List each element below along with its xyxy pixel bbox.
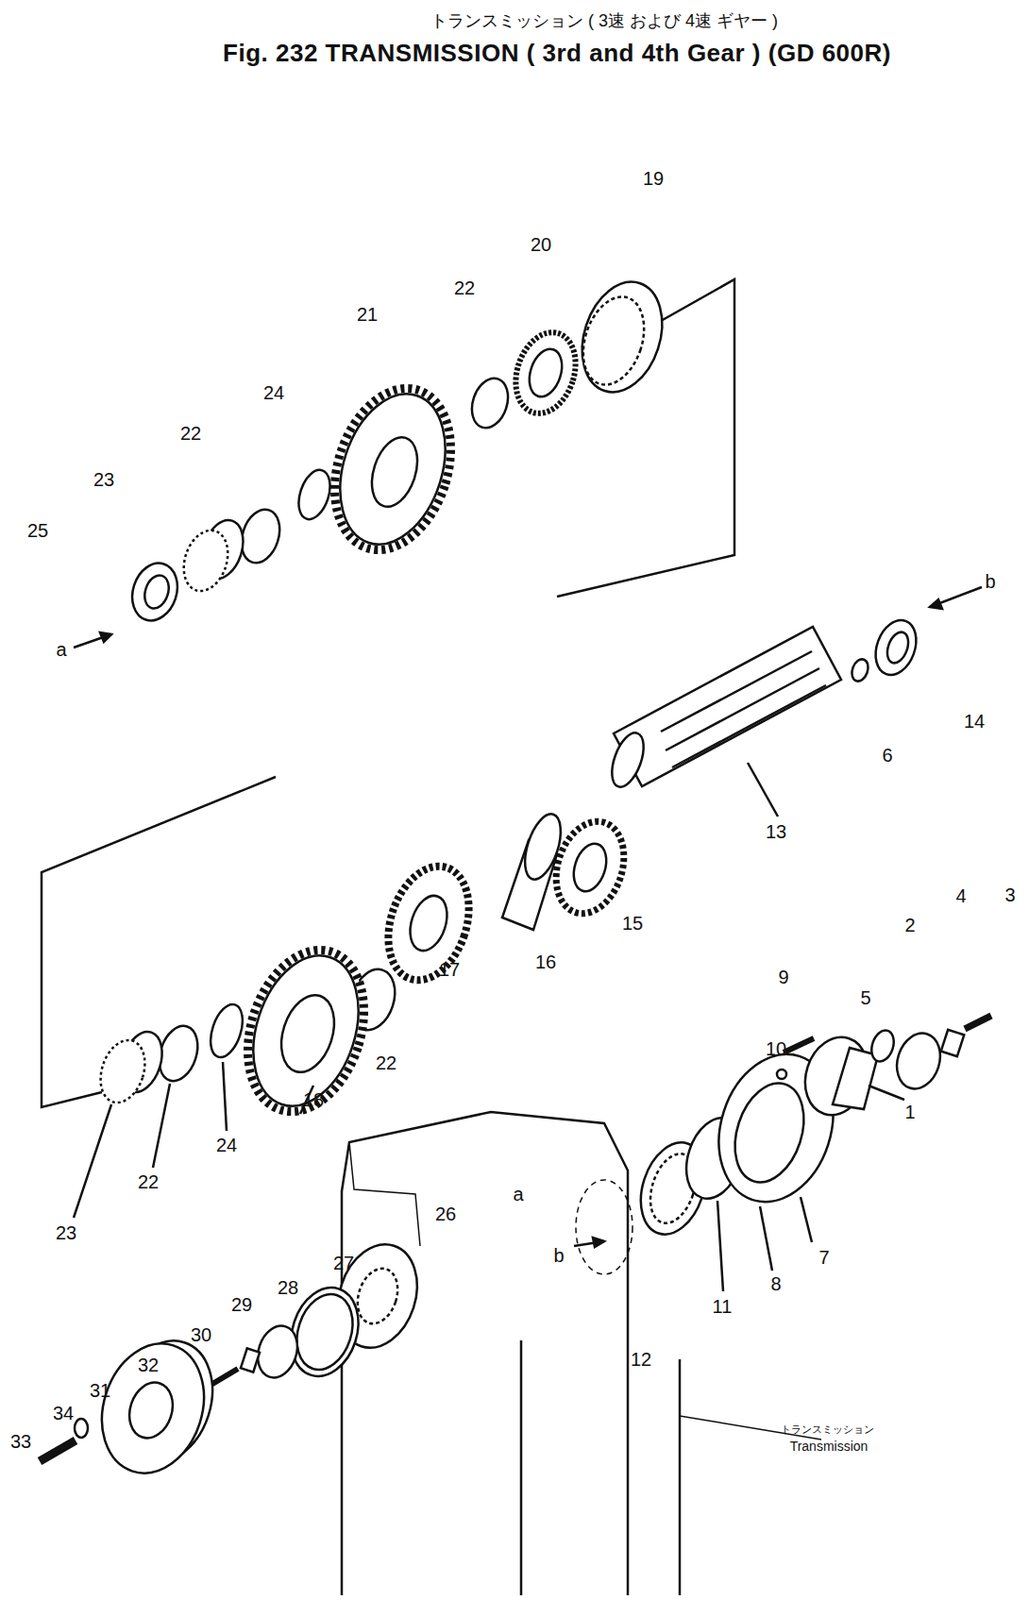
callout-number: 30 bbox=[190, 1325, 212, 1345]
callout-number: 26 bbox=[435, 1204, 456, 1224]
callout-number: 29 bbox=[231, 1295, 253, 1315]
callout-number: 4 bbox=[955, 886, 966, 906]
callout-number: 23 bbox=[93, 470, 115, 490]
callout-number: 13 bbox=[765, 822, 787, 842]
callout-number: 28 bbox=[277, 1278, 299, 1298]
callout-number: a bbox=[55, 640, 67, 659]
callout-number: 18 bbox=[303, 1090, 324, 1110]
callout-number: 9 bbox=[777, 967, 789, 987]
caption-label: トランスミッション ( 3速 および 4速 ギヤー ) bbox=[430, 12, 778, 30]
callout-number: b bbox=[553, 1246, 564, 1266]
callout-number: 11 bbox=[712, 1297, 733, 1316]
callout-number: 12 bbox=[630, 1349, 652, 1369]
callout-number: 25 bbox=[27, 521, 49, 540]
callout-number: 22 bbox=[454, 278, 475, 298]
callout-number: 31 bbox=[89, 1381, 111, 1401]
callout-number: 8 bbox=[770, 1274, 781, 1294]
callout-number: 22 bbox=[180, 423, 202, 443]
callout-number: 7 bbox=[818, 1248, 829, 1267]
callout-number: 23 bbox=[55, 1223, 77, 1243]
callout-number: 24 bbox=[216, 1135, 237, 1155]
callout-number: 16 bbox=[535, 952, 557, 972]
callout-number: 1 bbox=[904, 1102, 915, 1122]
callout-number: 32 bbox=[137, 1355, 159, 1375]
callout-number: 34 bbox=[52, 1403, 74, 1423]
callout-number: 27 bbox=[333, 1253, 355, 1273]
figure-title: Fig. 232 TRANSMISSION ( 3rd and 4th Gear… bbox=[222, 38, 892, 68]
caption-label: Transmission bbox=[790, 1439, 869, 1453]
callout-number: 19 bbox=[642, 168, 664, 188]
callout-number: 6 bbox=[881, 745, 893, 765]
callout-number: 20 bbox=[530, 235, 552, 254]
callout-number: 3 bbox=[1004, 885, 1015, 905]
callout-number: 22 bbox=[375, 1053, 397, 1073]
callout-number: 24 bbox=[263, 383, 285, 403]
callout-number: a bbox=[512, 1184, 523, 1204]
callout-number: b bbox=[984, 572, 996, 591]
callout-number: 14 bbox=[963, 711, 985, 731]
callout-number: 5 bbox=[860, 988, 871, 1008]
callout-number: 15 bbox=[622, 913, 643, 933]
callout-number: 2 bbox=[904, 915, 915, 935]
callout-number: 21 bbox=[356, 304, 378, 324]
callout-number: 10 bbox=[765, 1039, 787, 1059]
callout-number: 33 bbox=[10, 1432, 32, 1451]
callout-number: 17 bbox=[438, 960, 460, 979]
caption-label: トランスミッション bbox=[780, 1424, 875, 1435]
callout-number: 22 bbox=[137, 1172, 159, 1192]
